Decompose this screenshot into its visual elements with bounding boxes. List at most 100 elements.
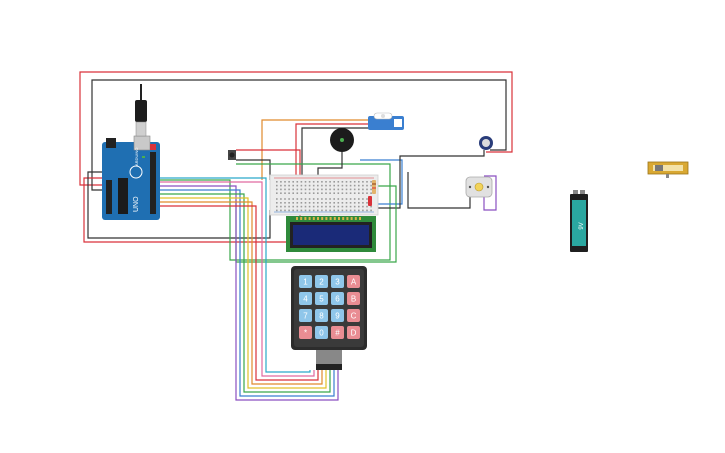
keypad-key-0[interactable]: 0: [315, 326, 328, 339]
breadboard-hole[interactable]: [353, 188, 356, 191]
breadboard-hole[interactable]: [353, 209, 356, 212]
breadboard-hole[interactable]: [353, 181, 356, 183]
breadboard-hole[interactable]: [317, 192, 319, 194]
breadboard-hole[interactable]: [333, 184, 335, 187]
wire-black-buzzer[interactable]: [317, 152, 343, 180]
breadboard-hole[interactable]: [333, 198, 335, 200]
breadboard-hole[interactable]: [288, 209, 290, 212]
keypad-key-4[interactable]: 4: [299, 292, 312, 305]
breadboard-hole[interactable]: [337, 181, 340, 183]
breadboard-hole[interactable]: [345, 192, 348, 194]
breadboard-hole[interactable]: [292, 188, 294, 191]
breadboard-hole[interactable]: [325, 209, 327, 212]
breadboard-hole[interactable]: [321, 202, 323, 204]
keypad-key-A[interactable]: A: [347, 275, 360, 288]
breadboard-hole[interactable]: [362, 188, 364, 191]
resistor-2[interactable]: [368, 196, 372, 206]
breadboard-hole[interactable]: [362, 198, 364, 200]
breadboard-hole[interactable]: [304, 188, 307, 191]
breadboard-hole[interactable]: [312, 181, 315, 183]
keypad-key-2[interactable]: 2: [315, 275, 328, 288]
breadboard-hole[interactable]: [276, 192, 278, 194]
breadboard-hole[interactable]: [366, 181, 368, 183]
lcd-pin[interactable]: [338, 217, 340, 220]
breadboard-hole[interactable]: [321, 181, 323, 183]
breadboard-hole[interactable]: [349, 205, 352, 208]
breadboard-hole[interactable]: [292, 192, 294, 194]
breadboard-hole[interactable]: [312, 184, 315, 187]
wire-keypad-5[interactable]: [160, 201, 323, 385]
breadboard-hole[interactable]: [333, 192, 335, 194]
breadboard-hole[interactable]: [317, 188, 319, 191]
wire-keypad-6[interactable]: [160, 205, 319, 381]
breadboard-hole[interactable]: [358, 188, 360, 191]
breadboard-hole[interactable]: [358, 209, 360, 212]
breadboard-hole[interactable]: [280, 192, 282, 194]
breadboard-hole[interactable]: [333, 209, 335, 212]
breadboard-hole[interactable]: [329, 198, 331, 200]
lcd-pin[interactable]: [317, 217, 319, 220]
breadboard-hole[interactable]: [288, 184, 290, 187]
breadboard-hole[interactable]: [366, 198, 368, 200]
lcd-pin[interactable]: [296, 217, 298, 220]
breadboard-hole[interactable]: [337, 209, 340, 212]
lcd-pin[interactable]: [354, 217, 357, 220]
breadboard-hole[interactable]: [304, 202, 307, 204]
breadboard-hole[interactable]: [349, 192, 352, 194]
breadboard-hole[interactable]: [321, 209, 323, 212]
breadboard-hole[interactable]: [370, 205, 372, 208]
breadboard-hole[interactable]: [296, 192, 299, 194]
wire-black-motor[interactable]: [407, 172, 471, 209]
breadboard-hole[interactable]: [292, 184, 294, 187]
piezo-buzzer[interactable]: [330, 128, 354, 152]
breadboard-hole[interactable]: [341, 188, 344, 191]
lcd-pin[interactable]: [342, 217, 345, 220]
breadboard-hole[interactable]: [304, 184, 307, 187]
lcd-pin[interactable]: [304, 217, 307, 220]
keypad-key-3[interactable]: 3: [331, 275, 344, 288]
breadboard-hole[interactable]: [292, 198, 294, 200]
breadboard-hole[interactable]: [329, 181, 331, 183]
breadboard-hole[interactable]: [349, 202, 352, 204]
keypad-key-6[interactable]: 6: [331, 292, 344, 305]
breadboard-hole[interactable]: [358, 198, 360, 200]
breadboard-hole[interactable]: [312, 198, 315, 200]
keypad-key-1[interactable]: 1: [299, 275, 312, 288]
breadboard-hole[interactable]: [358, 192, 360, 194]
breadboard-hole[interactable]: [325, 192, 327, 194]
breadboard-hole[interactable]: [370, 192, 372, 194]
breadboard-hole[interactable]: [304, 181, 307, 183]
lcd-pin[interactable]: [359, 217, 361, 220]
wire-purple-motor[interactable]: [483, 175, 497, 211]
breadboard-hole[interactable]: [276, 188, 278, 191]
breadboard-hole[interactable]: [329, 184, 331, 187]
breadboard-hole[interactable]: [362, 209, 364, 212]
breadboard-hole[interactable]: [353, 202, 356, 204]
breadboard-hole[interactable]: [284, 192, 286, 194]
breadboard-hole[interactable]: [341, 181, 344, 183]
breadboard-hole[interactable]: [329, 205, 331, 208]
slide-switch[interactable]: [647, 161, 689, 178]
wire-black-pot[interactable]: [378, 150, 485, 209]
breadboard-hole[interactable]: [280, 188, 282, 191]
breadboard-hole[interactable]: [366, 188, 368, 191]
breadboard-hole[interactable]: [325, 184, 327, 187]
breadboard-hole[interactable]: [280, 209, 282, 212]
wire-black-left-loop[interactable]: [87, 171, 271, 239]
resistor-1[interactable]: [372, 180, 376, 194]
breadboard-hole[interactable]: [312, 209, 315, 212]
breadboard-hole[interactable]: [317, 198, 319, 200]
breadboard-hole[interactable]: [276, 198, 278, 200]
breadboard-hole[interactable]: [296, 202, 299, 204]
potentiometer[interactable]: [479, 136, 493, 150]
breadboard-hole[interactable]: [325, 205, 327, 208]
breadboard-hole[interactable]: [280, 205, 282, 208]
breadboard-hole[interactable]: [345, 205, 348, 208]
breadboard-hole[interactable]: [317, 181, 319, 183]
breadboard-hole[interactable]: [296, 181, 299, 183]
breadboard-hole[interactable]: [329, 209, 331, 212]
breadboard-hole[interactable]: [362, 205, 364, 208]
breadboard-hole[interactable]: [296, 184, 299, 187]
breadboard-hole[interactable]: [358, 202, 360, 204]
